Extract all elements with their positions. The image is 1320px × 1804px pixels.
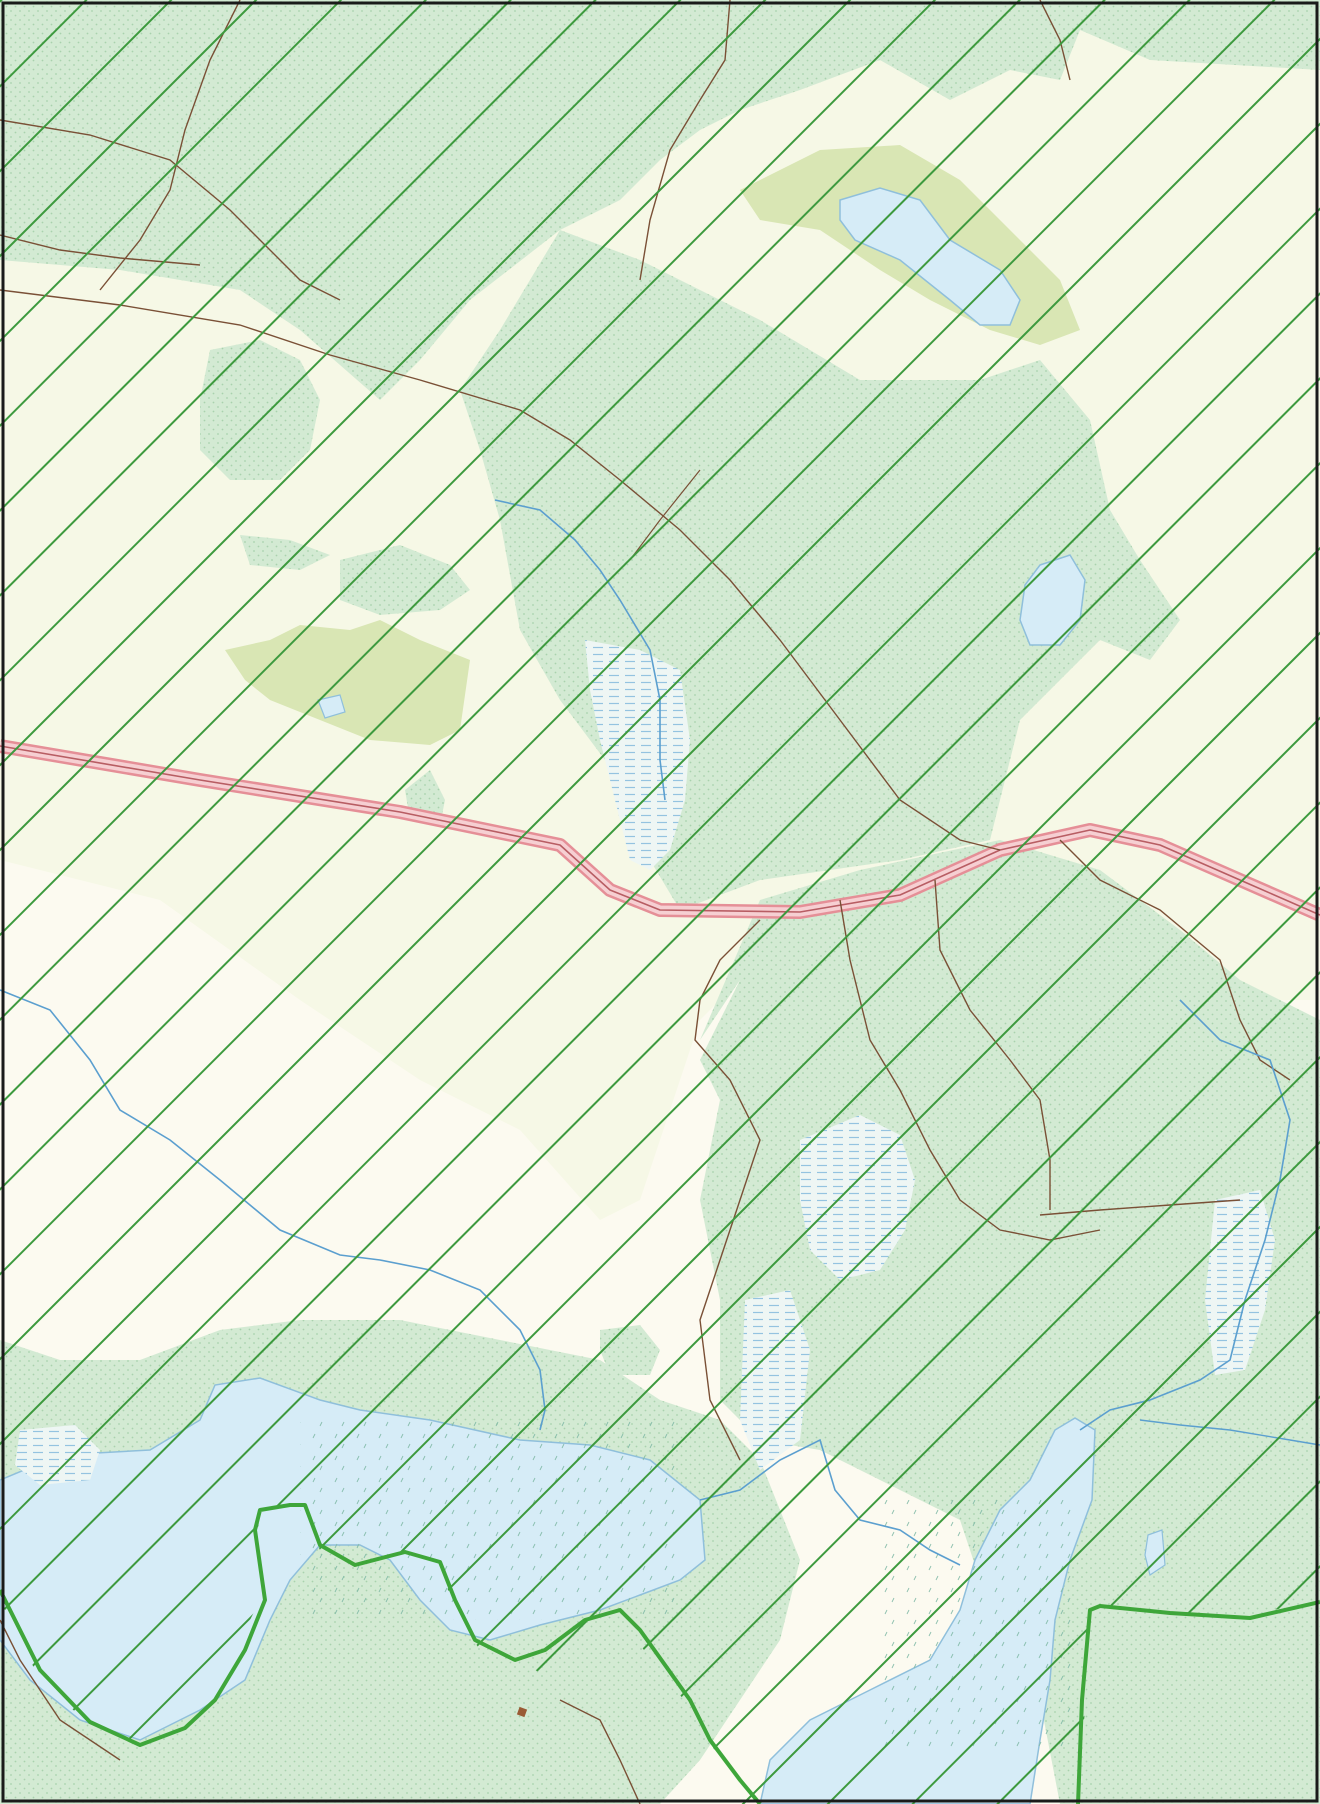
trail — [559, 1699, 641, 1804]
building — [516, 1706, 528, 1718]
trail — [0, 1619, 121, 1761]
protected-area-boundary — [1076, 1600, 1320, 1804]
protected-area-boundary — [0, 1503, 762, 1804]
